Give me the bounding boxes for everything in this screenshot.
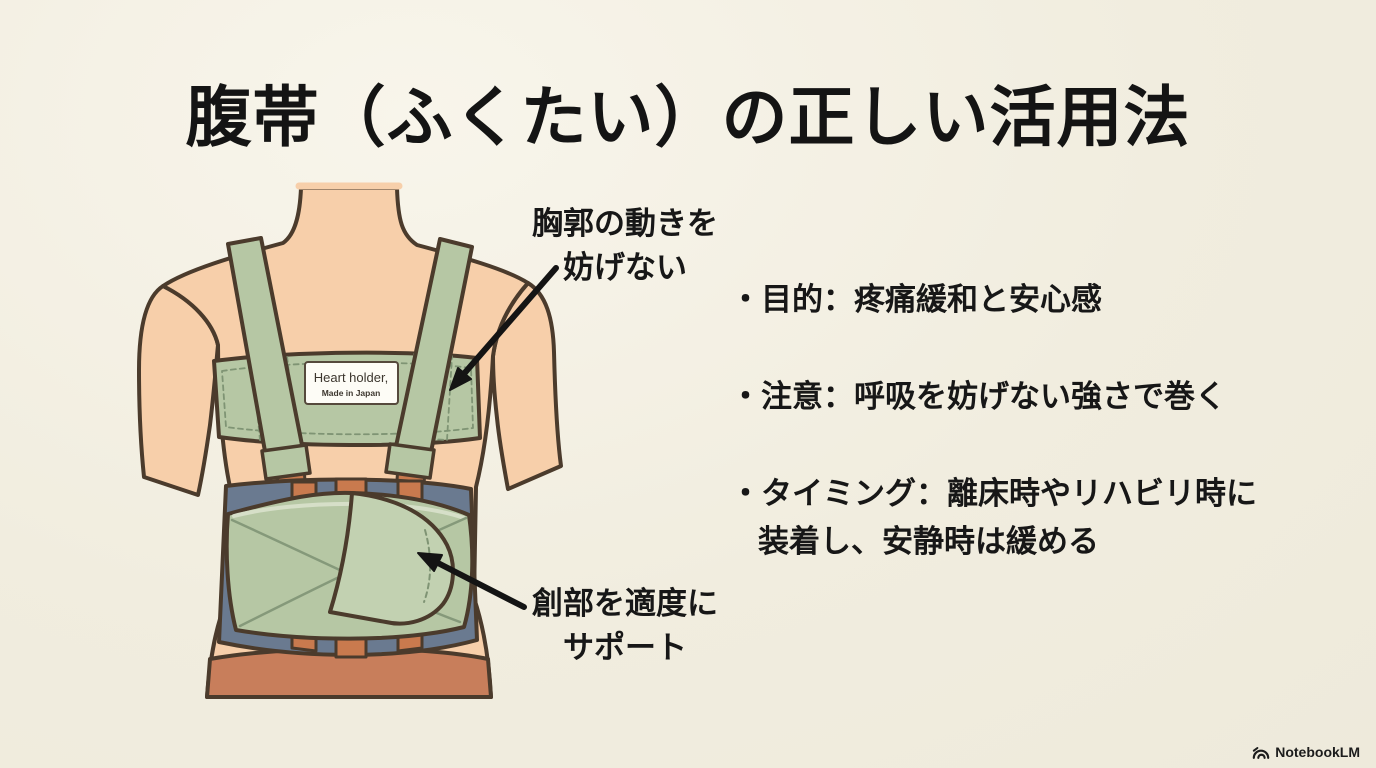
annotation-wound-line-1: 創部を適度に <box>532 586 718 621</box>
chest-band-stitch <box>221 361 474 436</box>
bullet-purpose: ・目的：疼痛緩和と安心感 <box>730 282 1102 317</box>
right-buckle <box>384 442 436 480</box>
notebooklm-swirl-icon <box>1252 745 1270 760</box>
bullet-timing-line-1: ・タイミング：離床時やリハビリ時に <box>730 476 1257 511</box>
arrow-to-wrap-icon <box>417 552 527 610</box>
annotation-chest-line-1: 胸郭の動きを <box>532 206 718 241</box>
bullet-caution: ・注意：呼吸を妨げない強さで巻く <box>730 379 1226 414</box>
strap-stitch-right <box>409 353 453 441</box>
annotation-wound-line-2: サポート <box>563 630 687 665</box>
velcro-flap <box>328 491 455 626</box>
brand-footer: NotebookLM <box>1252 744 1360 760</box>
label-line-2: Made in Japan <box>322 388 381 398</box>
brand-name: NotebookLM <box>1275 744 1360 760</box>
bullet-timing-line-2: 装着し、安静時は緩める <box>758 524 1099 559</box>
left-buckle <box>260 443 312 481</box>
annotation-wound-support: 創部を適度に サポート <box>495 582 755 670</box>
label-line-1: Heart holder, <box>314 370 388 385</box>
arrow-to-strap-icon <box>449 265 559 391</box>
annotation-chest-line-2: 妨げない <box>563 250 687 285</box>
page-title: 腹帯（ふくたい）の正しい活用法 <box>185 80 1191 154</box>
annotation-chest-strap: 胸郭の動きを 妨げない <box>495 202 755 290</box>
product-label: Heart holder, Made in Japan <box>304 361 399 405</box>
